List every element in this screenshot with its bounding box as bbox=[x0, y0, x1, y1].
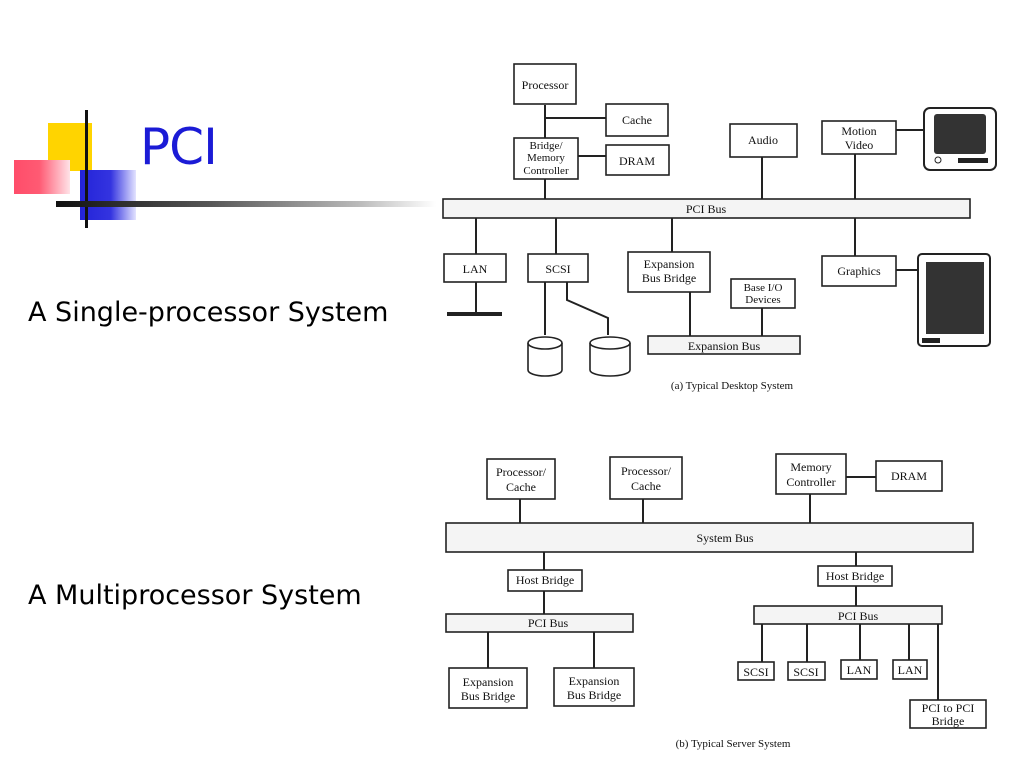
server-exp1-label-2: Bus Bridge bbox=[461, 689, 515, 703]
host-bridge-right-label: Host Bridge bbox=[826, 569, 884, 583]
motion-video-box bbox=[821, 120, 897, 155]
server-proc2-label-2: Cache bbox=[631, 479, 661, 493]
graphics-box bbox=[821, 255, 897, 287]
pci-to-pci-label-2: Bridge bbox=[932, 714, 965, 728]
expansion-bridge-box bbox=[627, 251, 711, 293]
server-lan2-label: LAN bbox=[898, 663, 923, 677]
server-dram-label: DRAM bbox=[891, 469, 927, 483]
expansion-bus bbox=[647, 335, 801, 355]
pci-bus-right-label: PCI Bus bbox=[838, 609, 879, 623]
large-monitor-screen bbox=[926, 262, 984, 334]
scsi-box bbox=[527, 253, 589, 283]
scsi-label: SCSI bbox=[545, 262, 570, 276]
lan-label: LAN bbox=[463, 262, 488, 276]
lan-box bbox=[443, 253, 507, 283]
server-scsi2-label: SCSI bbox=[793, 665, 818, 679]
system-bus-label: System Bus bbox=[696, 531, 753, 545]
server-dram-box bbox=[875, 460, 943, 492]
server-exp1-box bbox=[448, 667, 528, 709]
motion-label-2: Video bbox=[845, 138, 874, 152]
pci-bus-desktop-label: PCI Bus bbox=[686, 202, 727, 216]
caption-multiprocessor: A Multiprocessor System bbox=[28, 580, 362, 611]
bridge-label-3: Controller bbox=[523, 165, 569, 177]
monitor-knob bbox=[934, 156, 942, 164]
base-io-label-2: Devices bbox=[745, 294, 780, 306]
large-monitor-badge bbox=[922, 338, 940, 343]
pci-to-pci-label-1: PCI to PCI bbox=[922, 701, 975, 715]
slide-title: PCI bbox=[140, 118, 218, 176]
pci-bus-left bbox=[445, 613, 634, 633]
base-io-label-1: Base I/O bbox=[744, 282, 783, 294]
server-proc2-box bbox=[609, 456, 683, 500]
dram-label: DRAM bbox=[619, 154, 655, 168]
cache-box bbox=[605, 103, 669, 137]
host-bridge-right-box bbox=[817, 565, 893, 587]
monitor-vent bbox=[958, 158, 988, 163]
pci-bus-desktop bbox=[442, 198, 971, 219]
monitor-screen bbox=[934, 114, 986, 154]
bridge-box bbox=[513, 137, 579, 180]
red-square-decoration bbox=[14, 160, 70, 194]
disk-2-icon bbox=[589, 336, 631, 377]
processor-box bbox=[513, 63, 577, 105]
pci-bus-right bbox=[753, 605, 943, 625]
pci-bus-left-label: PCI Bus bbox=[528, 616, 569, 630]
memory-controller-label-2: Controller bbox=[786, 475, 835, 489]
server-proc1-box bbox=[486, 458, 556, 500]
server-exp2-label-2: Bus Bridge bbox=[567, 688, 621, 702]
vertical-rule-decoration bbox=[85, 110, 88, 228]
server-scsi1-label: SCSI bbox=[743, 665, 768, 679]
cache-label: Cache bbox=[622, 113, 652, 127]
processor-label: Processor bbox=[522, 78, 569, 92]
server-scsi1-box bbox=[737, 661, 775, 681]
server-exp2-label-1: Expansion bbox=[569, 674, 620, 688]
bridge-label-1: Bridge/ bbox=[530, 140, 564, 152]
motion-label-1: Motion bbox=[841, 124, 876, 138]
pci-to-pci-bridge-box bbox=[909, 699, 987, 729]
title-underline bbox=[56, 201, 436, 207]
server-proc1-label-2: Cache bbox=[506, 480, 536, 494]
desktop-caption: (a) Typical Desktop System bbox=[671, 380, 794, 392]
host-bridge-left-label: Host Bridge bbox=[516, 573, 574, 587]
host-bridge-left-box bbox=[507, 569, 583, 592]
audio-label: Audio bbox=[748, 133, 778, 147]
audio-box bbox=[729, 123, 798, 158]
expansion-bridge-label-2: Bus Bridge bbox=[642, 271, 696, 285]
blue-square-decoration bbox=[80, 170, 136, 220]
server-lan1-box bbox=[840, 659, 878, 680]
server-exp2-box bbox=[553, 667, 635, 707]
server-caption: (b) Typical Server System bbox=[676, 738, 791, 750]
base-io-box bbox=[730, 278, 796, 309]
server-scsi2-box bbox=[787, 661, 826, 681]
server-proc1-label-1: Processor/ bbox=[496, 465, 547, 479]
server-proc2-label-1: Processor/ bbox=[621, 464, 672, 478]
expansion-bus-label: Expansion Bus bbox=[688, 339, 761, 353]
caption-single-processor: A Single-processor System bbox=[28, 297, 389, 328]
dram-box bbox=[605, 144, 670, 176]
server-exp1-label-1: Expansion bbox=[463, 675, 514, 689]
memory-controller-label-1: Memory bbox=[790, 460, 831, 474]
server-lan1-label: LAN bbox=[847, 663, 872, 677]
system-bus bbox=[445, 522, 974, 553]
wire-disk2 bbox=[566, 282, 609, 335]
expansion-bridge-label-1: Expansion bbox=[644, 257, 695, 271]
bridge-label-2: Memory bbox=[527, 152, 565, 164]
graphics-label: Graphics bbox=[837, 264, 881, 278]
memory-controller-box bbox=[775, 453, 847, 495]
server-lan2-box bbox=[892, 659, 928, 680]
disk-1-icon bbox=[527, 336, 563, 377]
